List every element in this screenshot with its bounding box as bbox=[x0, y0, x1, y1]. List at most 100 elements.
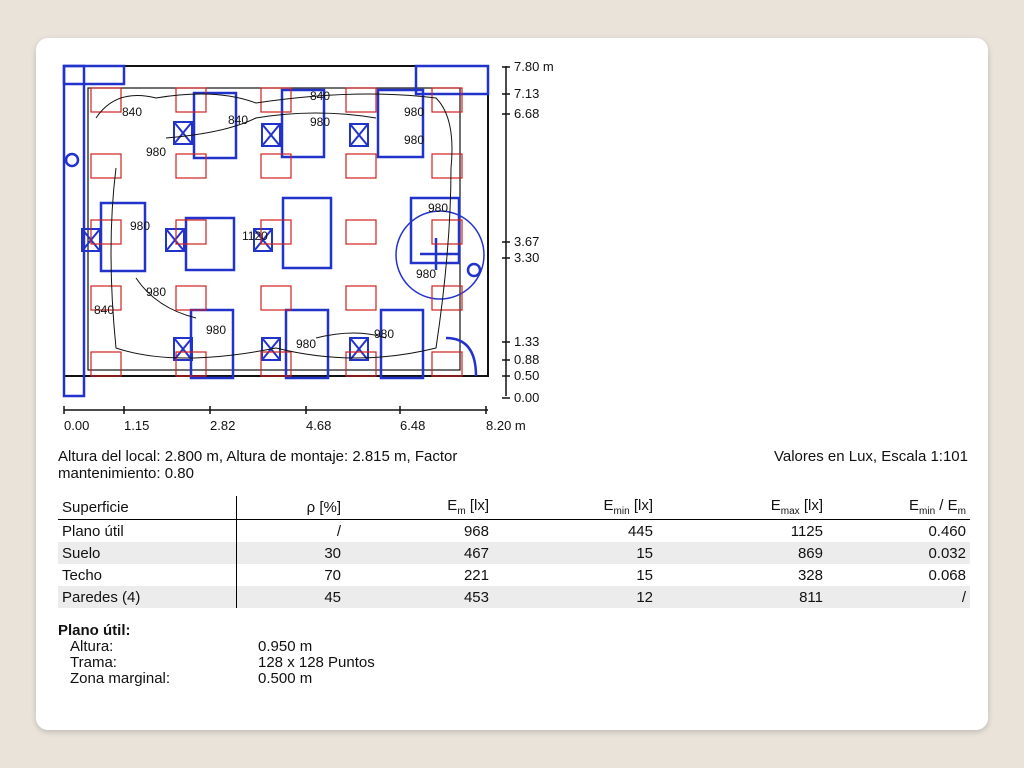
x-axis-label: 6.48 bbox=[400, 418, 425, 433]
cell-emin: 15 bbox=[493, 542, 657, 564]
cell-emax: 869 bbox=[657, 542, 827, 564]
list-item: Trama:128 x 128 Puntos bbox=[70, 654, 375, 671]
grid-point-marker bbox=[90, 87, 122, 113]
grid-point-marker bbox=[90, 219, 122, 245]
y-axis-label: 0.88 bbox=[514, 352, 539, 367]
luminaire-icon bbox=[253, 228, 273, 252]
col-superficie: Superficie bbox=[58, 496, 237, 520]
isoline-label: 980 bbox=[310, 115, 330, 129]
room-params-line2: mantenimiento: 0.80 bbox=[58, 465, 194, 482]
grid-point-marker bbox=[175, 285, 207, 311]
isoline-label: 840 bbox=[310, 89, 330, 103]
y-axis-label: 1.33 bbox=[514, 334, 539, 349]
grid-point-marker bbox=[345, 87, 377, 113]
cell-name: Plano útil bbox=[58, 519, 237, 542]
cell-name: Techo bbox=[58, 564, 237, 586]
grid-points bbox=[90, 87, 463, 377]
grid-point-marker bbox=[431, 87, 463, 113]
cell-em: 467 bbox=[345, 542, 493, 564]
cell-name: Suelo bbox=[58, 542, 237, 564]
cell-rho: 45 bbox=[236, 586, 345, 608]
luminaire-icon bbox=[173, 121, 193, 145]
cell-rho: 30 bbox=[236, 542, 345, 564]
plano-util-title: Plano útil: bbox=[58, 622, 131, 639]
cell-emin: 12 bbox=[493, 586, 657, 608]
grid-point-marker bbox=[175, 153, 207, 179]
col-emin: Emin [lx] bbox=[493, 496, 657, 520]
list-item: Zona marginal:0.500 m bbox=[70, 670, 313, 687]
x-axis-label: 8.20 m bbox=[486, 418, 526, 433]
grid-point-marker bbox=[175, 351, 207, 377]
table-row: Techo 70 221 15 328 0.068 bbox=[58, 564, 970, 586]
cell-emax: 811 bbox=[657, 586, 827, 608]
luminaire-icon bbox=[349, 337, 369, 361]
grid-point-marker bbox=[431, 219, 463, 245]
table-row: Paredes (4) 45 453 12 811 / bbox=[58, 586, 970, 608]
luminaire-icon bbox=[173, 337, 193, 361]
isoline-labels: 8409808408409809809809809801120980980840… bbox=[94, 89, 448, 351]
col-rho: ρ [%] bbox=[236, 496, 345, 520]
cell-emax: 1125 bbox=[790, 522, 823, 540]
cell-ratio: 0.460 bbox=[928, 522, 966, 540]
y-axis-label: 3.30 bbox=[514, 250, 539, 265]
isoline-label: 980 bbox=[130, 219, 150, 233]
list-item: Altura:0.950 m bbox=[70, 638, 313, 655]
isoline-label: 840 bbox=[122, 105, 142, 119]
isoline-label: 980 bbox=[404, 133, 424, 147]
isoline-label: 840 bbox=[94, 303, 114, 317]
isoline-label: 980 bbox=[416, 267, 436, 281]
x-axis-label: 4.68 bbox=[306, 418, 331, 433]
isoline-label: 980 bbox=[404, 105, 424, 119]
table-row: Plano útil / 968 445 1125 0.460 bbox=[58, 519, 970, 542]
grid-point-marker bbox=[90, 351, 122, 377]
isoline-label: 980 bbox=[296, 337, 316, 351]
luminaire-icon bbox=[165, 228, 185, 252]
cell-emin: 15 bbox=[636, 566, 653, 584]
results-table: Superficie ρ [%] Em [lx] Emin [lx] Emax … bbox=[58, 496, 970, 608]
cell-ratio: 0.032 bbox=[827, 542, 970, 564]
room-parameters: Altura del local: 2.800 m, Altura de mon… bbox=[58, 448, 578, 482]
y-axis-label: 0.00 bbox=[514, 390, 539, 405]
cell-em: 453 bbox=[345, 586, 493, 608]
cell-emin: 445 bbox=[627, 522, 653, 540]
grid-point-marker bbox=[345, 219, 377, 245]
y-axis-label: 7.13 bbox=[514, 86, 539, 101]
grid-point-marker bbox=[431, 285, 463, 311]
x-axis-label: 1.15 bbox=[124, 418, 149, 433]
isoline-label: 980 bbox=[206, 323, 226, 337]
isoline-label: 1120 bbox=[242, 229, 268, 243]
grid-point-marker bbox=[431, 351, 463, 377]
cell-ratio: / bbox=[827, 586, 970, 608]
x-axis-labels: 0.00 1.15 2.82 4.68 6.48 8.20 m bbox=[63, 406, 526, 433]
y-axis-label: 0.50 bbox=[514, 368, 539, 383]
grid-point-marker bbox=[90, 153, 122, 179]
isoline-label: 980 bbox=[374, 327, 394, 341]
table-row: Suelo 30 467 15 869 0.032 bbox=[58, 542, 970, 564]
isolines bbox=[95, 93, 453, 359]
floor-plan: 8409808408409809809809809801120980980840… bbox=[62, 59, 554, 433]
luminaire-icon bbox=[261, 123, 281, 147]
grid-point-marker bbox=[175, 87, 207, 113]
table-header-row: Superficie ρ [%] Em [lx] Emin [lx] Emax … bbox=[58, 496, 970, 520]
grid-point-marker bbox=[345, 153, 377, 179]
y-axis-labels: 7.80 m7.136.683.673.301.330.880.500.00 bbox=[502, 59, 554, 405]
grid-point-marker bbox=[431, 153, 463, 179]
y-axis-label: 6.68 bbox=[514, 106, 539, 121]
col-ratio: Emin / Em bbox=[827, 496, 970, 520]
grid-point-marker bbox=[260, 219, 292, 245]
grid-point-marker bbox=[345, 351, 377, 377]
isoline-label: 980 bbox=[146, 285, 166, 299]
cell-emax: 328 bbox=[797, 566, 823, 584]
y-axis-label: 7.80 m bbox=[514, 59, 554, 74]
isoline-label: 980 bbox=[428, 201, 448, 215]
cell-name: Paredes (4) bbox=[58, 586, 237, 608]
grid-point-marker bbox=[345, 285, 377, 311]
grid-point-marker bbox=[90, 285, 122, 311]
plano-util-section: Plano útil: Altura:0.950 m Trama:128 x 1… bbox=[58, 623, 375, 687]
col-emax: Emax [lx] bbox=[657, 496, 827, 520]
x-axis-label: 2.82 bbox=[210, 418, 235, 433]
grid-point-marker bbox=[260, 351, 292, 377]
x-axis-label: 0.00 bbox=[64, 418, 89, 433]
grid-point-marker bbox=[260, 153, 292, 179]
